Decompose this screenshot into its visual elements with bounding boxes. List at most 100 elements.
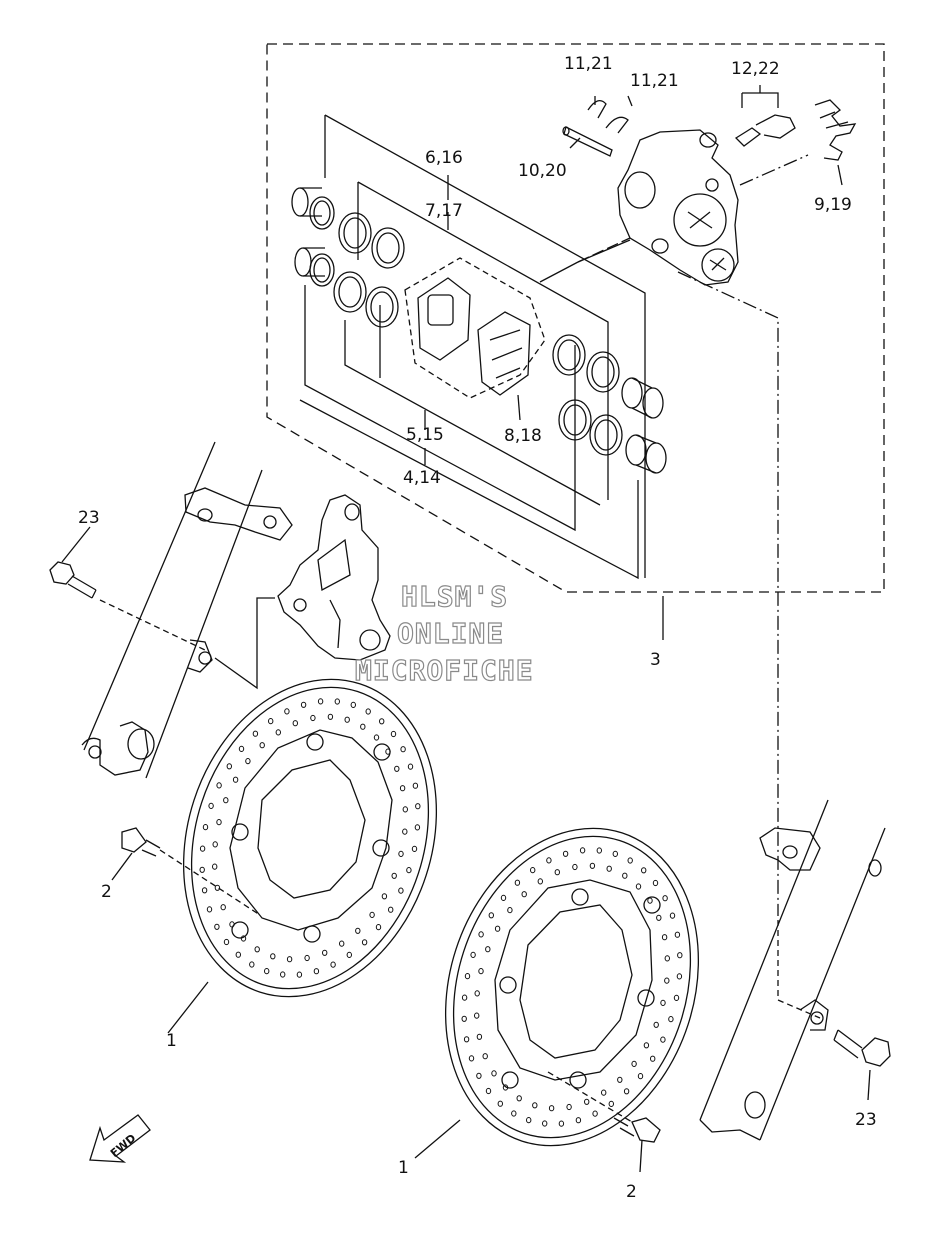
- perforation-hole: [558, 1120, 565, 1127]
- perforation-hole: [476, 1072, 482, 1079]
- perforation-hole: [461, 994, 468, 1001]
- perforation-hole: [653, 1021, 659, 1028]
- spring-centerline: [739, 154, 809, 186]
- perforation-hole: [488, 912, 494, 919]
- perforation-hole: [399, 785, 406, 792]
- perforation-hole: [344, 716, 350, 723]
- perforation-hole: [464, 973, 471, 980]
- perforation-hole: [270, 953, 276, 960]
- perforation-hole: [664, 977, 670, 984]
- perforation-hole: [476, 1033, 483, 1040]
- perforation-hole: [643, 1042, 650, 1049]
- perforation-hole: [402, 828, 408, 835]
- perforation-hole: [216, 819, 222, 826]
- perforation-hole: [491, 1070, 497, 1077]
- perforation-hole: [226, 763, 233, 770]
- perforation-hole: [623, 1088, 630, 1095]
- perforation-hole: [673, 994, 680, 1002]
- fork-right: [699, 799, 886, 1141]
- perforation-hole: [214, 884, 221, 891]
- perforation-hole: [373, 734, 380, 741]
- pin-clip-a: [587, 99, 607, 119]
- perforation-hole: [292, 720, 298, 727]
- callout-5-15: 5,15: [406, 425, 444, 445]
- perforation-hole: [650, 1055, 656, 1062]
- perforation-hole: [463, 1036, 470, 1043]
- perforation-hole: [470, 951, 476, 959]
- pad-set-outline: [404, 257, 546, 399]
- perforation-hole: [252, 730, 259, 737]
- perforation-hole: [562, 850, 569, 857]
- perforation-hole: [494, 925, 501, 932]
- perforation-hole: [296, 971, 303, 978]
- watermark-line-1: HLSM'S: [400, 580, 509, 613]
- brake-disc-left: [182, 678, 438, 998]
- perforation-hole: [304, 954, 310, 962]
- perforation-hole: [259, 742, 265, 749]
- perforation-hole: [575, 1117, 582, 1124]
- perforation-hole: [677, 952, 683, 959]
- perforation-hole: [402, 806, 408, 813]
- perforation-hole: [313, 968, 320, 975]
- piston-left-bottom: [294, 247, 335, 287]
- piston-right-bottom: [625, 434, 667, 474]
- perforation-hole: [317, 698, 324, 705]
- perforation-hole: [300, 701, 307, 708]
- perforation-hole: [280, 971, 286, 978]
- callout-2-right: 2: [626, 1182, 637, 1202]
- caliper-to-fork-line: [677, 271, 779, 910]
- callout-4-14: 4,14: [403, 468, 441, 488]
- perforation-hole: [474, 1012, 480, 1019]
- callout-1-left: 1: [166, 1031, 177, 1051]
- perforation-hole: [411, 845, 418, 853]
- perforation-hole: [546, 857, 552, 864]
- perforation-hole: [526, 1117, 532, 1124]
- callout-2-left: 2: [101, 882, 112, 902]
- callout-7-17: 7,17: [425, 201, 463, 221]
- perforation-hole: [608, 1100, 614, 1108]
- bracket-5-15: [304, 285, 601, 532]
- perforation-hole: [622, 872, 628, 879]
- perforation-hole: [223, 797, 229, 804]
- perforation-hole: [388, 906, 394, 913]
- perforation-hole: [461, 1015, 467, 1022]
- callout-11-21-a: 11,21: [564, 54, 613, 74]
- perforation-hole: [385, 748, 391, 755]
- bolt-2-right: [613, 1117, 661, 1143]
- fwd-arrow-icon: [89, 1114, 151, 1163]
- perforation-hole: [412, 782, 419, 789]
- perforation-hole: [530, 867, 536, 874]
- perforation-hole: [216, 782, 222, 789]
- perforation-hole: [661, 934, 668, 941]
- perforation-hole: [414, 824, 421, 831]
- perforation-hole: [407, 763, 414, 770]
- perforation-hole: [212, 841, 218, 848]
- perforation-hole: [202, 824, 209, 831]
- bolt-23-right: [833, 1029, 891, 1067]
- perforation-hole: [375, 924, 382, 931]
- perforation-hole: [485, 1087, 492, 1095]
- perforation-hole: [391, 872, 397, 879]
- watermark-line-2: ONLINE: [396, 617, 505, 650]
- perforation-hole: [398, 850, 404, 858]
- perforation-hole: [379, 718, 385, 725]
- bracket-6-16: [324, 114, 646, 578]
- perforation-hole: [572, 863, 578, 871]
- bleed-screw: [734, 114, 796, 147]
- brake-disc-right: [444, 827, 700, 1147]
- pad-pin: [562, 126, 613, 157]
- perforation-hole: [390, 730, 397, 738]
- perforation-hole: [554, 869, 560, 876]
- perforation-hole: [208, 802, 214, 810]
- perforation-hole: [635, 883, 642, 890]
- perforation-hole: [330, 961, 336, 968]
- perforation-hole: [468, 1055, 475, 1062]
- perforation-hole: [606, 865, 612, 872]
- perforation-hole: [647, 897, 653, 904]
- perforation-hole: [212, 863, 218, 870]
- perforation-hole: [485, 946, 491, 953]
- perforation-hole: [275, 729, 281, 736]
- perforation-hole: [365, 708, 371, 715]
- disc-perforations: [199, 698, 683, 1127]
